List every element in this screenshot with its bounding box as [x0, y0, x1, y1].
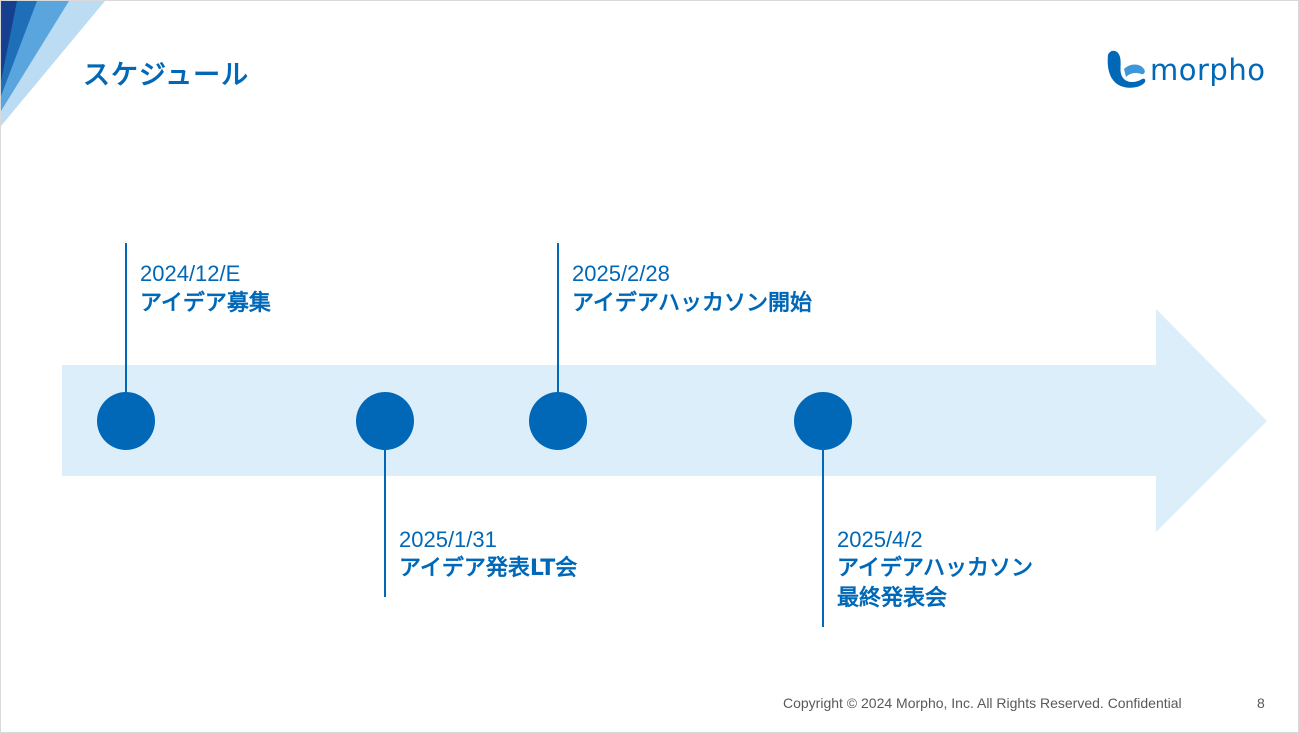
timeline-arrow	[62, 309, 1267, 532]
event-label: 最終発表会	[837, 586, 948, 611]
event-date: 2024/12/E	[140, 261, 241, 286]
milestone-marker-3	[529, 392, 587, 450]
event-label: アイデアハッカソン開始	[572, 291, 813, 316]
milestone-marker-2	[356, 392, 414, 450]
morpho-butterfly-logo-icon	[1107, 50, 1146, 88]
event-date: 2025/1/31	[399, 527, 497, 552]
milestone-marker-4	[794, 392, 852, 450]
event-date: 2025/2/28	[572, 261, 670, 286]
company-logo: morpho	[1104, 47, 1265, 91]
page-title: スケジュール	[83, 60, 250, 91]
logo-text: morpho	[1150, 53, 1266, 87]
event-label: アイデア発表LT会	[399, 556, 578, 581]
page-number: 8	[1257, 695, 1265, 711]
event-label: アイデアハッカソン	[837, 556, 1034, 581]
event-label: アイデア募集	[140, 291, 271, 316]
corner-decoration	[1, 1, 105, 126]
copyright-footer: Copyright © 2024 Morpho, Inc. All Rights…	[783, 695, 1182, 711]
event-date: 2025/4/2	[837, 527, 923, 552]
milestone-marker-1	[97, 392, 155, 450]
